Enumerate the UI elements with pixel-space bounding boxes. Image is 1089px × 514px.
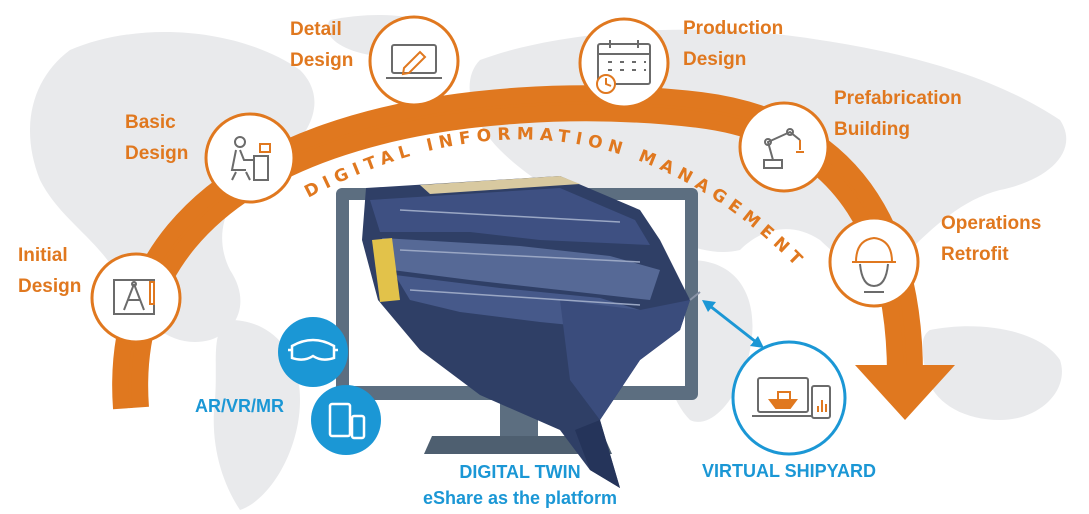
stage-label-basic-design: Basic Design	[125, 112, 189, 164]
stage-label-prefabrication-building: Prefabrication Building	[834, 88, 962, 140]
devices-ship-icon	[752, 377, 831, 419]
tablet-phone-icon	[328, 402, 366, 440]
arc-arrowhead	[855, 365, 955, 420]
robot-arm-icon	[763, 128, 804, 169]
tablet-phone-circle	[311, 385, 381, 455]
virtual-shipyard-circle	[731, 340, 847, 456]
digital-twin-label: DIGITAL TWIN eShare as the platform	[422, 462, 618, 508]
stage-initial-design-circle	[90, 252, 182, 344]
vr-headset-icon	[288, 338, 338, 361]
virtual-shipyard-label: VIRTUAL SHIPYARD	[702, 461, 877, 481]
stage-operations-circle	[828, 216, 920, 308]
twin-shipyard-link	[702, 300, 764, 348]
stage-basic-design-circle	[204, 112, 296, 204]
stage-label-production-design: Production Design	[683, 18, 784, 70]
hard-hat-worker-icon	[852, 236, 896, 293]
ship-model-monitor-icon	[349, 176, 701, 488]
drafting-blueprint-icon	[113, 279, 155, 315]
stage-detail-design-circle	[368, 15, 460, 107]
designer-at-desk-icon	[230, 136, 271, 181]
stage-prefabrication-circle	[738, 101, 830, 193]
laptop-pen-icon	[386, 44, 442, 79]
ar-vr-label: AR/VR/MR	[195, 396, 284, 416]
stage-label-operations-retrofit: Operations Retrofit	[941, 213, 1042, 265]
calendar-clock-icon	[596, 40, 651, 94]
stage-production-design-circle	[578, 17, 670, 109]
vr-headset-circle	[278, 317, 348, 387]
stage-label-initial-design: Initial Design	[18, 245, 82, 297]
stage-label-detail-design: Detail Design	[290, 19, 354, 71]
